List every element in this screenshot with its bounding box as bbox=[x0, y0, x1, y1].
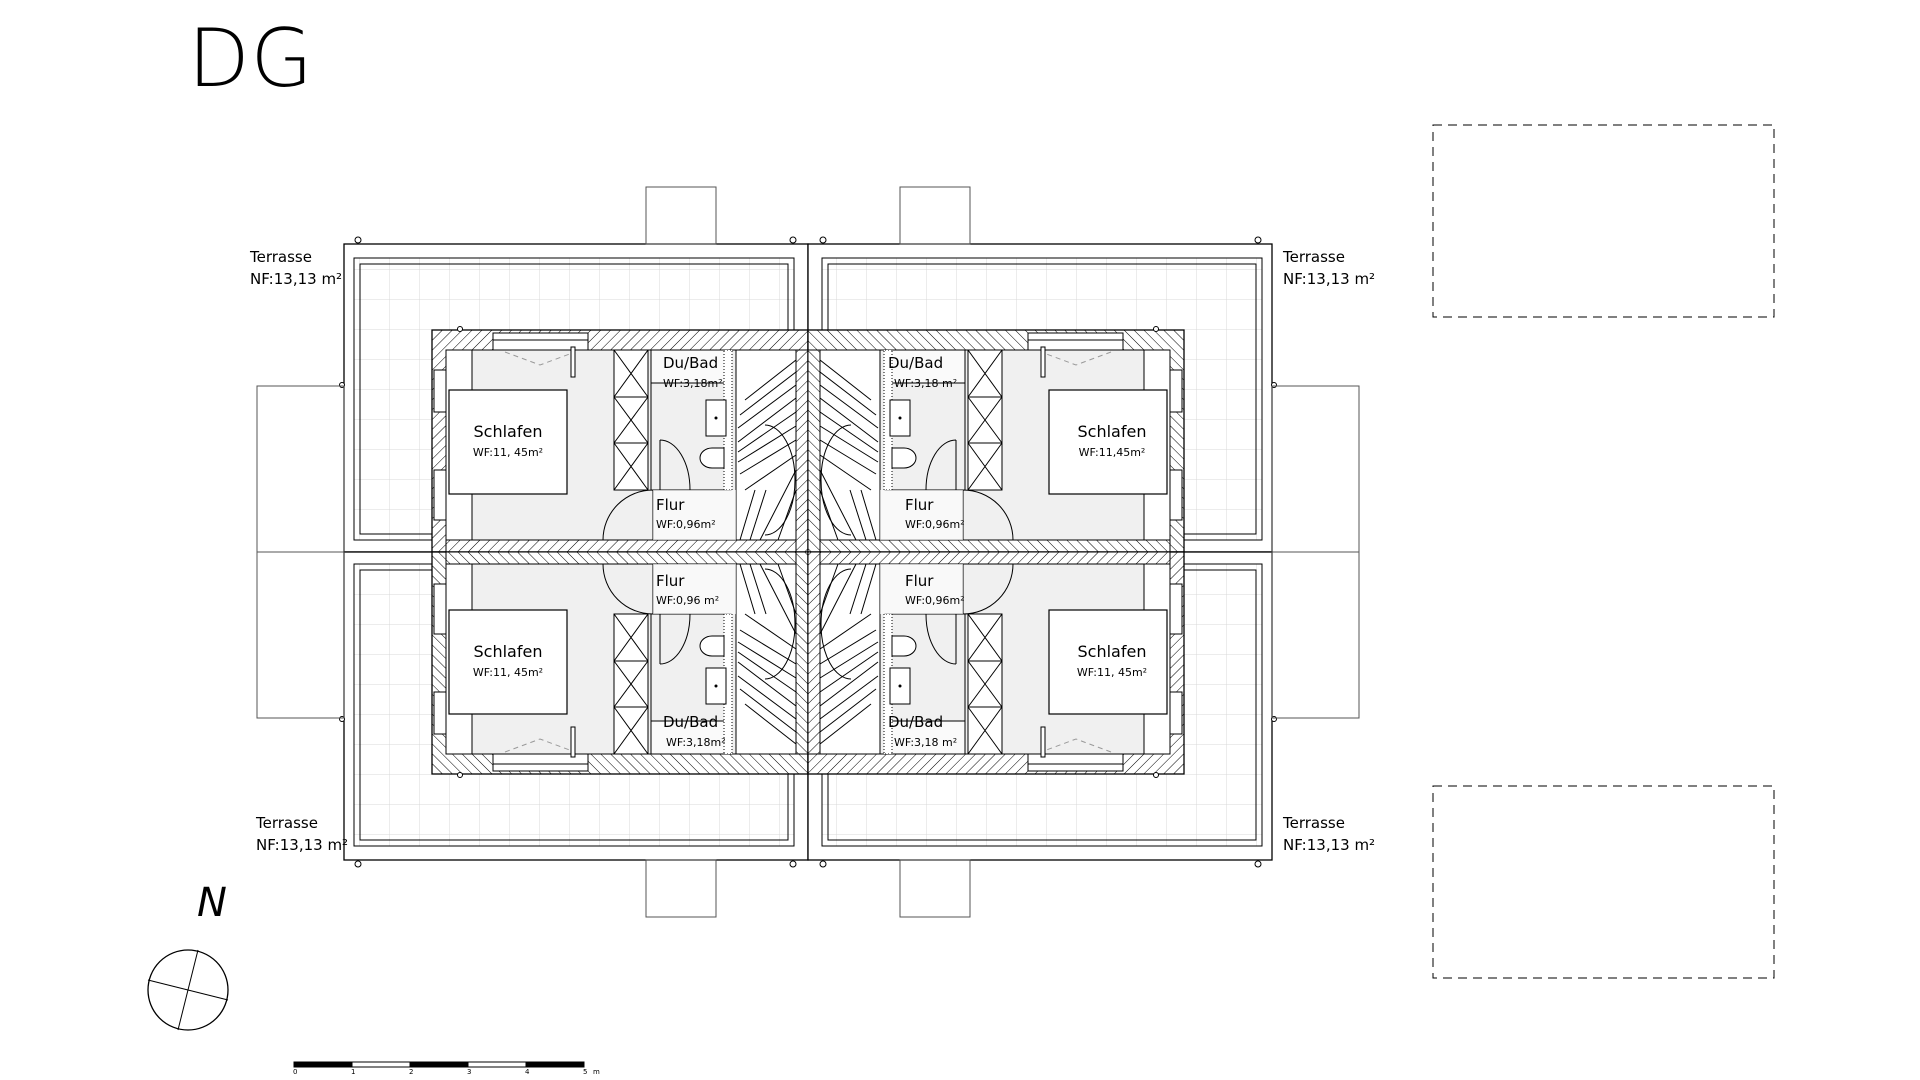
room-area: WF:3,18m² bbox=[666, 736, 726, 749]
room-schlafen: Schlafen bbox=[1077, 642, 1147, 661]
unit-bottom-right bbox=[807, 551, 1360, 918]
dashed-area-top bbox=[1432, 124, 1775, 318]
terrace-name: Terrasse bbox=[1283, 814, 1345, 832]
scale-tick: 3 bbox=[467, 1068, 472, 1076]
scale-tick: 1 bbox=[351, 1068, 356, 1076]
room-area: WF:11, 45m² bbox=[472, 666, 544, 679]
scale-tick: 5 bbox=[583, 1068, 588, 1076]
terrace-area: NF:13,13 m² bbox=[1283, 836, 1376, 854]
compass-icon bbox=[147, 949, 229, 1031]
room-flur: Flur bbox=[656, 496, 685, 514]
room-area: WF:3,18m² bbox=[663, 377, 723, 390]
scale-bar bbox=[293, 1061, 585, 1068]
room-area: WF:0,96m² bbox=[656, 518, 716, 531]
room-area: WF:0,96m² bbox=[905, 518, 965, 531]
room-area: WF:0,96 m² bbox=[656, 594, 720, 607]
room-flur: Flur bbox=[905, 572, 934, 590]
room-area: WF:11,45m² bbox=[1078, 446, 1146, 459]
terrace-area: NF:13,13 m² bbox=[250, 270, 343, 288]
room-area: WF:3,18 m² bbox=[894, 736, 958, 749]
scale-unit: m bbox=[593, 1068, 600, 1076]
room-bad: Du/Bad bbox=[663, 354, 719, 372]
terrace-name: Terrasse bbox=[256, 814, 318, 832]
terrace-name: Terrasse bbox=[1283, 248, 1345, 266]
room-area: WF:11, 45m² bbox=[472, 446, 544, 459]
terrace-name: Terrasse bbox=[250, 248, 312, 266]
unit-bottom-left bbox=[256, 551, 809, 918]
room-schlafen: Schlafen bbox=[473, 642, 543, 661]
scale-tick: 2 bbox=[409, 1068, 414, 1076]
scale-tick: 4 bbox=[525, 1068, 530, 1076]
room-bad: Du/Bad bbox=[888, 354, 944, 372]
room-schlafen: Schlafen bbox=[473, 422, 543, 441]
room-area: WF:11, 45m² bbox=[1076, 666, 1148, 679]
terrace-area: NF:13,13 m² bbox=[256, 836, 349, 854]
room-flur: Flur bbox=[656, 572, 685, 590]
dashed-area-bottom bbox=[1432, 785, 1775, 979]
room-area: WF:0,96m² bbox=[905, 594, 965, 607]
unit-top-left bbox=[256, 186, 809, 553]
room-schlafen: Schlafen bbox=[1077, 422, 1147, 441]
room-bad: Du/Bad bbox=[663, 713, 719, 731]
page-title: DG bbox=[188, 12, 314, 105]
room-area: WF:3,18 m² bbox=[894, 377, 958, 390]
scale-tick: 0 bbox=[293, 1068, 298, 1076]
room-flur: Flur bbox=[905, 496, 934, 514]
room-bad: Du/Bad bbox=[888, 713, 944, 731]
terrace-area: NF:13,13 m² bbox=[1283, 270, 1376, 288]
north-label: N bbox=[197, 880, 227, 926]
